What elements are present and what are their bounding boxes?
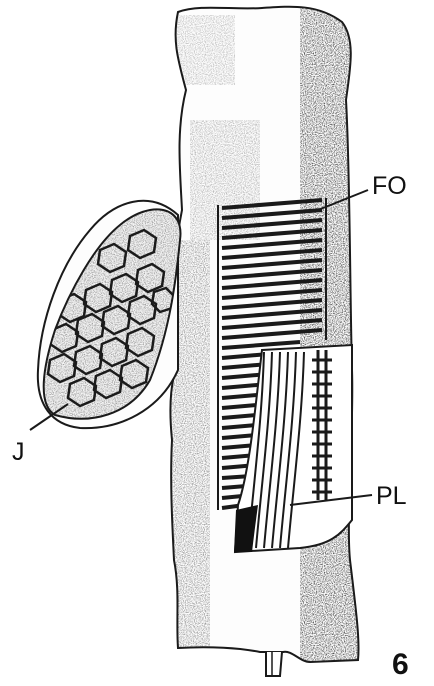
figure-number: 6: [392, 648, 409, 681]
bottom-stem: [266, 652, 282, 676]
label-pl: PL: [376, 482, 407, 510]
label-j: J: [12, 438, 25, 466]
label-fo: FO: [372, 172, 407, 200]
